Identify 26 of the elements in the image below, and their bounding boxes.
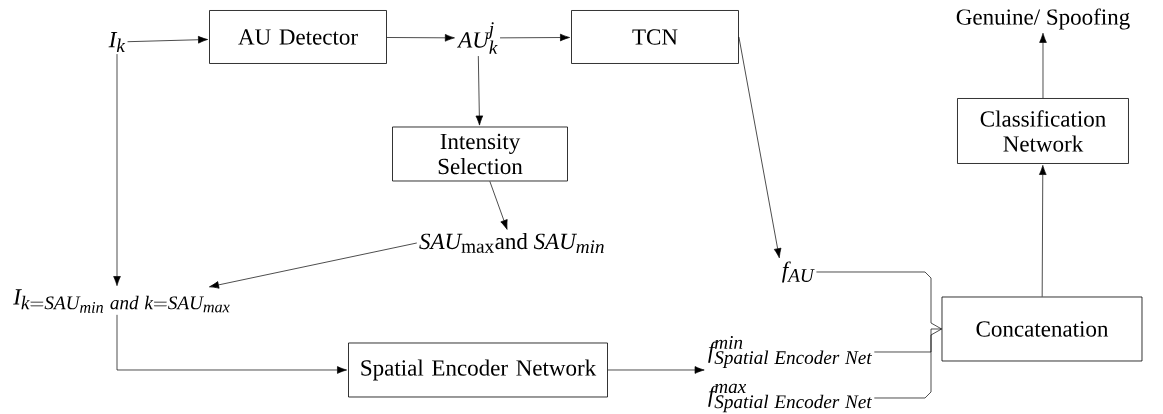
arrow — [209, 242, 418, 289]
arrow — [607, 366, 705, 374]
arrow — [489, 181, 508, 230]
arrow — [1039, 32, 1047, 99]
process-box: Classification Network — [957, 98, 1129, 164]
process-box: Concatenation — [941, 296, 1143, 362]
arrow — [116, 314, 347, 374]
process-box: TCN — [571, 10, 739, 64]
math-label: $I_{k=SAU_{min}\ and\ k=SAU_{max}}$ — [13, 289, 230, 313]
output-label: Genuine/ Spoofing — [956, 8, 1130, 30]
arrow — [386, 34, 455, 42]
arrow — [738, 36, 782, 259]
process-box: AU Detector — [209, 10, 387, 64]
arrow — [127, 36, 208, 44]
math-label: $AU_k^j$ — [456, 22, 498, 54]
math-label: $I_k$ — [108, 32, 126, 52]
arrow — [113, 53, 121, 286]
process-box: Intensity Selection — [392, 126, 568, 182]
arrow — [475, 55, 484, 126]
math-label: $SAU_{\mathrm{max}}\mathrm{and}\ SAU_{min}$ — [419, 232, 604, 254]
process-box: Spatial Encoder Network — [348, 342, 608, 398]
math-label: $f^{min}_{Spatial\ Encoder\ Net}$ — [708, 336, 872, 368]
arrow — [499, 33, 570, 42]
math-label: $f_{AU}$ — [782, 261, 815, 283]
math-label: $f^{max}_{Spatial\ Encoder\ Net}$ — [708, 383, 872, 413]
arrow — [1039, 165, 1047, 297]
